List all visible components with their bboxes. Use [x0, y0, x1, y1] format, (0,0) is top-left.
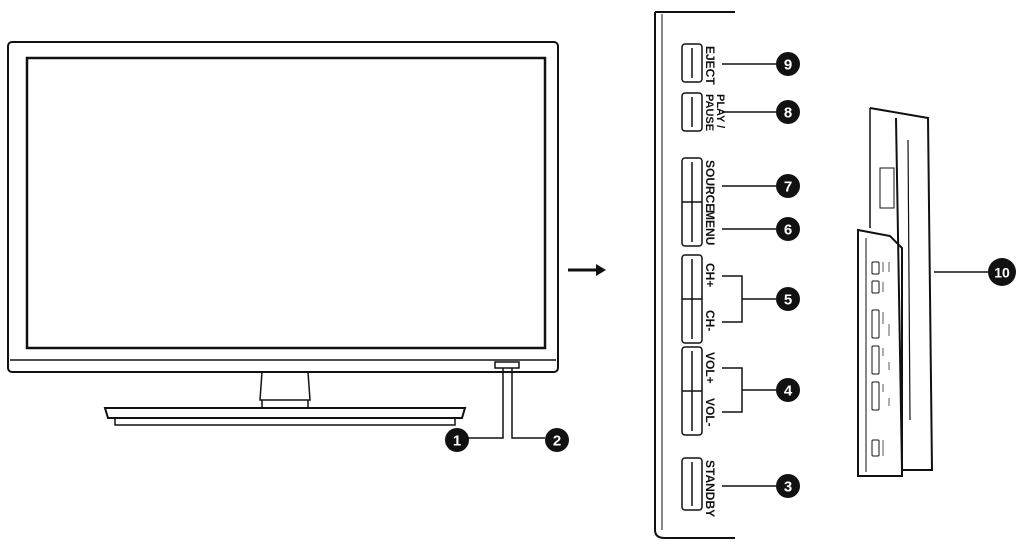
- profile-panel: [857, 228, 903, 477]
- callout-2: 2: [545, 428, 569, 452]
- svg-text:9: 9: [784, 57, 792, 74]
- svg-text:7: 7: [784, 179, 792, 196]
- callout-4: 4: [776, 378, 800, 402]
- tv-stand-base: [103, 407, 467, 419]
- tv-front-view: [7, 41, 559, 426]
- tv-side-profile: [857, 107, 934, 477]
- tv-stand-neck: [259, 371, 311, 401]
- svg-text:8: 8: [784, 105, 792, 122]
- callout-5: 5: [776, 287, 800, 311]
- label-source: SOURCE: [703, 160, 717, 211]
- profile-mini-buttons: [871, 261, 880, 457]
- svg-text:1: 1: [453, 433, 461, 450]
- svg-text:3: 3: [784, 479, 792, 496]
- label-play: PLAY /: [714, 94, 726, 128]
- label-eject: EJECT: [703, 46, 717, 85]
- callout-8: 8: [776, 100, 800, 124]
- callout-10: 10: [988, 258, 1016, 286]
- panel-outline: [654, 11, 735, 539]
- leader-lines-panel: [722, 63, 776, 487]
- svg-text:2: 2: [553, 433, 561, 450]
- callout-3: 3: [776, 474, 800, 498]
- tv-stand-base-bottom: [114, 418, 456, 426]
- label-ch-plus: CH+: [703, 263, 717, 287]
- label-ch-minus: CH-: [703, 310, 717, 331]
- arrow-icon: [568, 264, 606, 276]
- profile-rating-label: [879, 167, 895, 209]
- ir-sensor-window: [494, 361, 520, 369]
- svg-text:10: 10: [994, 265, 1010, 281]
- panel-buttons: [681, 43, 703, 511]
- tv-bezel: [7, 41, 559, 373]
- callout-1: 1: [445, 428, 469, 452]
- leader-lines-front: [468, 368, 545, 439]
- side-control-panel: [654, 11, 735, 539]
- label-standby: STANDBY: [703, 460, 717, 517]
- label-menu: MENU: [703, 210, 717, 245]
- svg-text:6: 6: [784, 222, 792, 239]
- svg-text:5: 5: [784, 292, 792, 309]
- label-pause: PAUSE: [703, 94, 715, 131]
- callout-7: 7: [776, 174, 800, 198]
- svg-text:4: 4: [784, 383, 793, 400]
- callout-9: 9: [776, 52, 800, 76]
- tv-screen: [25, 56, 547, 350]
- profile-body: [869, 107, 934, 471]
- profile-mini-labels: [882, 262, 890, 456]
- label-vol-plus: VOL+: [703, 352, 717, 384]
- callout-6: 6: [776, 217, 800, 241]
- label-vol-minus: VOL-: [703, 398, 717, 427]
